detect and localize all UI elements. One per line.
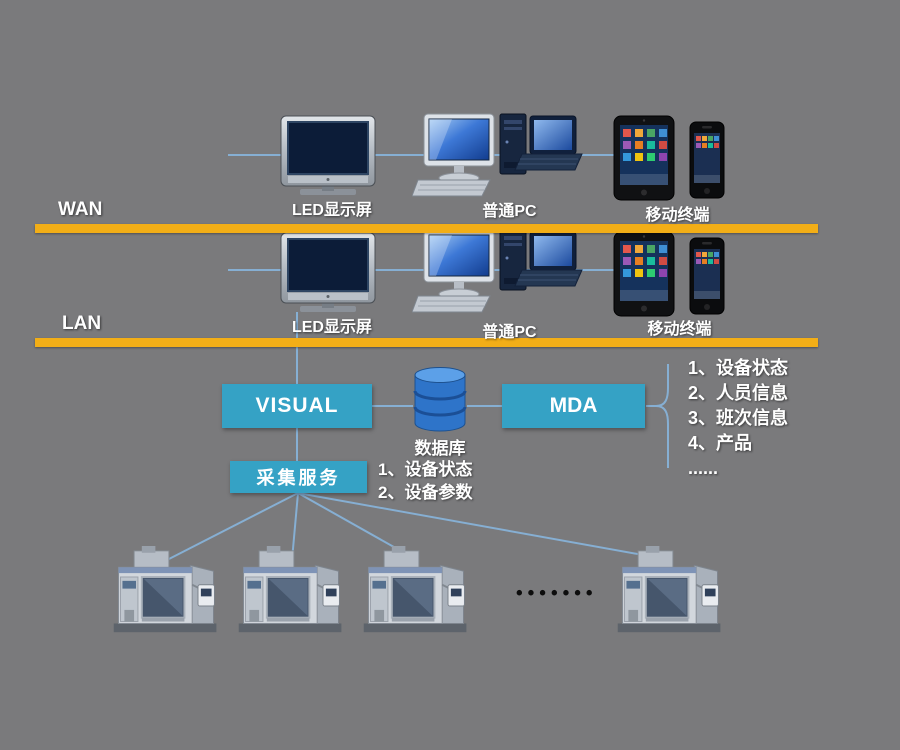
- mda-system-box: MDA: [502, 384, 645, 428]
- lan-led-display-label: LED显示屏: [291, 319, 372, 336]
- mda-list-item: ......: [688, 458, 719, 478]
- wan-led-display-label: LED显示屏: [291, 202, 372, 219]
- desktop-pc-laptop-graphic-lan: [412, 229, 583, 313]
- tablet-phone-graphic-wan: [613, 115, 725, 201]
- lan-pc-label: 普通PC: [482, 324, 537, 341]
- wan-pc-label: 普通PC: [482, 203, 537, 220]
- tablet-phone-graphic-lan: [613, 231, 725, 317]
- led-display-graphic-wan: [280, 115, 376, 195]
- collect-service-box: 采集服务: [230, 461, 367, 493]
- visual-system-box: VISUAL: [222, 384, 372, 428]
- ellipsis-more-machines: •••••••: [516, 583, 598, 604]
- cnc-machine-graphic: [358, 546, 476, 638]
- desktop-pc-laptop-graphic-wan: [412, 113, 583, 197]
- wan-network-bar: [35, 224, 818, 233]
- database-label: 数据库: [414, 439, 466, 458]
- mda-list-item: 4、产品: [688, 433, 753, 453]
- cnc-machine-graphic: [233, 546, 351, 638]
- mda-list-item: 3、班次信息: [688, 408, 789, 428]
- database-icon: [413, 367, 467, 432]
- cnc-machine-graphic: [612, 546, 730, 638]
- collect-output-list: 1、设备状态 2、设备参数: [378, 458, 472, 504]
- lan-mobile-label: 移动终端: [647, 321, 712, 338]
- mda-list-item: 2、人员信息: [688, 383, 789, 403]
- led-display-graphic-lan: [280, 232, 376, 312]
- mda-list-item: 1、设备状态: [688, 358, 789, 378]
- wan-label: WAN: [58, 199, 103, 220]
- cnc-machine-graphic: [108, 546, 226, 638]
- lan-label: LAN: [62, 313, 102, 334]
- mda-output-list: 1、设备状态 2、人员信息 3、班次信息 4、产品 ......: [688, 356, 788, 481]
- collect-list-item: 1、设备状态: [378, 460, 473, 479]
- collect-list-item: 2、设备参数: [378, 483, 473, 502]
- wan-mobile-label: 移动终端: [645, 207, 710, 224]
- lan-network-bar: [35, 338, 818, 347]
